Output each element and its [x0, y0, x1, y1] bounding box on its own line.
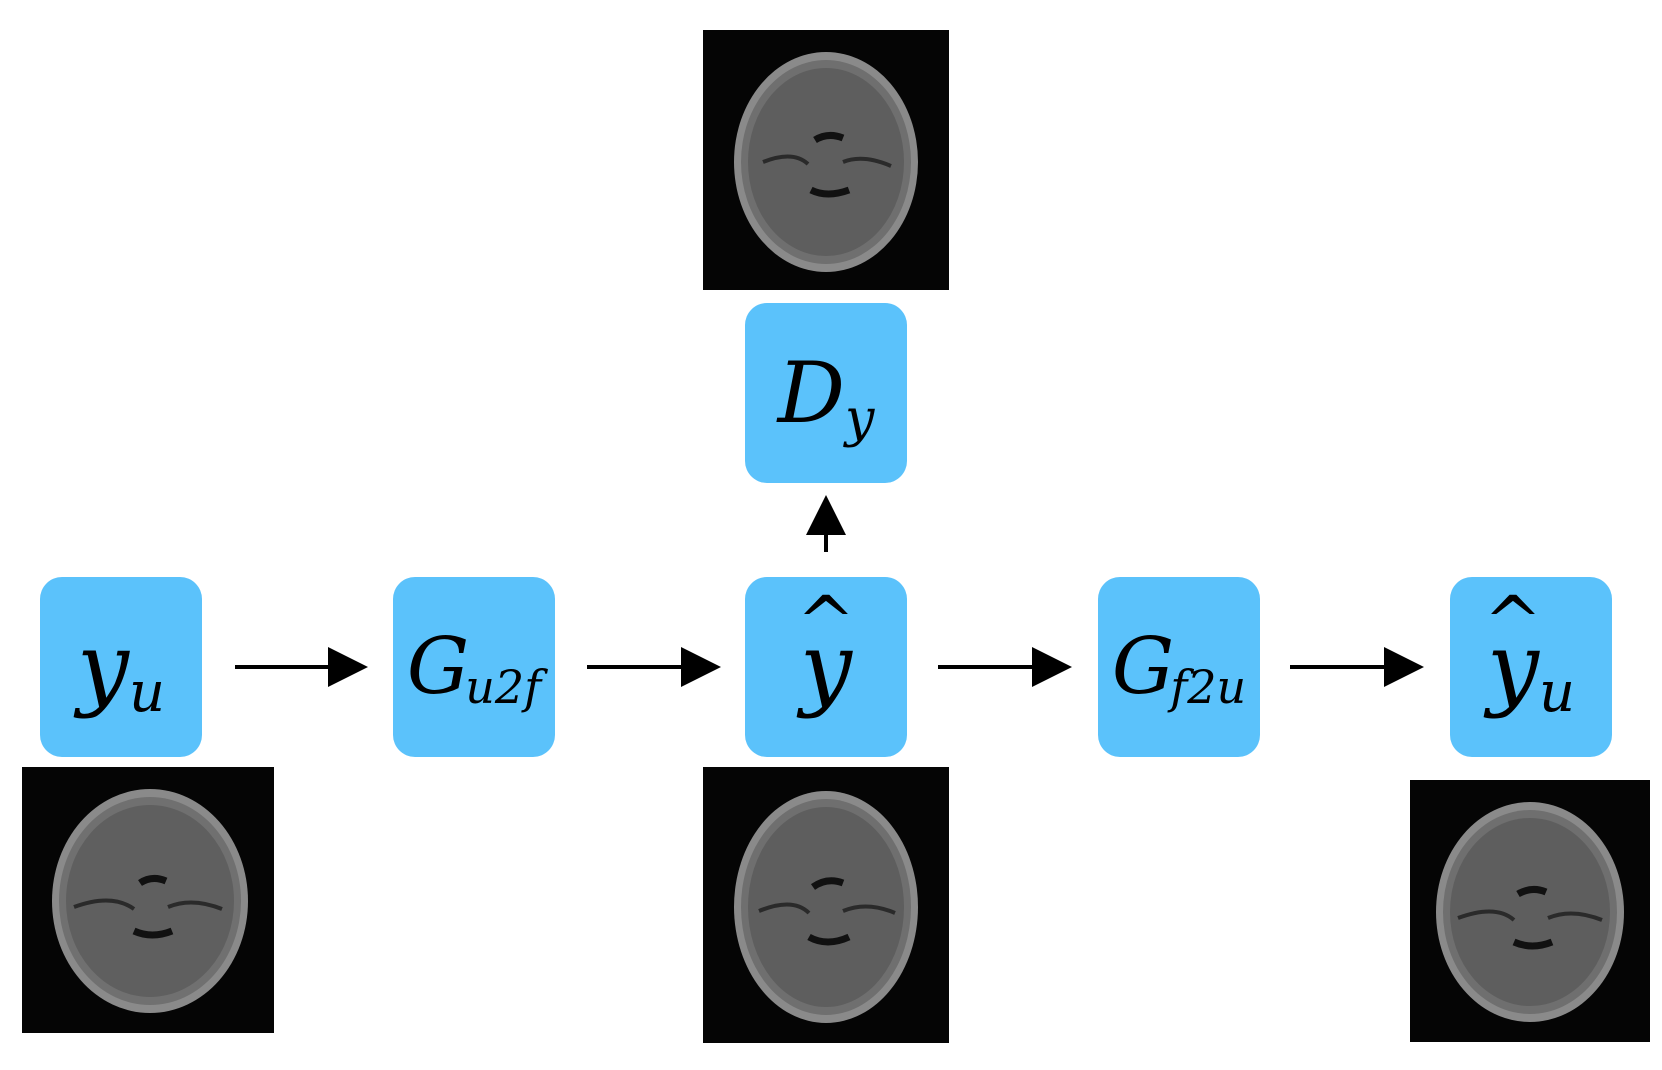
node-g-f2u-sub: f2u: [1170, 660, 1247, 714]
brain-scan-image: [734, 791, 918, 1023]
mri-scan-input: [22, 767, 274, 1033]
mri-scan-reconstructed: [703, 767, 949, 1043]
brain-scan-image: [52, 789, 248, 1013]
node-g-f2u-base: G: [1111, 622, 1175, 712]
node-y-u-sub: u: [128, 660, 166, 725]
node-y-hat: ^ y: [745, 577, 907, 757]
node-y-hat-u-base: y: [1486, 613, 1539, 720]
brain-scan-image: [1436, 802, 1624, 1022]
node-d-y-base: D: [777, 344, 845, 442]
brain-scan-image: [734, 52, 918, 272]
node-d-y-sub: y: [844, 389, 875, 449]
node-y-hat-u: ^ y u: [1450, 577, 1612, 757]
node-y-hat-symbol: ^ y: [797, 587, 856, 713]
node-y-u-base: y: [76, 613, 129, 720]
node-g-u2f-sub: u2f: [465, 660, 542, 714]
node-g-u2f-base: G: [406, 622, 470, 712]
hat-accent: ^: [1483, 581, 1543, 663]
node-y-hat-u-symbol: ^ y: [1484, 587, 1543, 713]
mri-scan-output: [1410, 780, 1650, 1042]
mri-scan-top: [703, 30, 949, 290]
node-y-hat-u-sub: u: [1538, 660, 1576, 725]
node-y-hat-base: y: [800, 613, 852, 720]
hat-accent: ^: [796, 581, 856, 663]
